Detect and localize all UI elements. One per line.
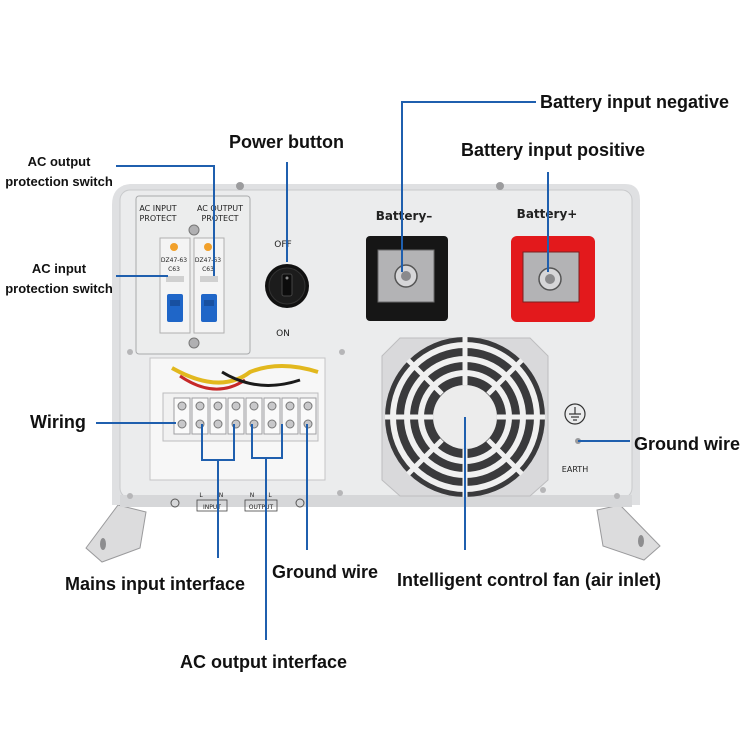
callout-ac-output-line1: AC output (27, 154, 91, 169)
power-switch[interactable]: OFF ON (265, 240, 309, 339)
callout-ac-output-interface: AC output interface (180, 652, 348, 672)
battery-positive-terminal[interactable]: Battery+ (511, 207, 595, 322)
callout-line-mains-input (201, 424, 219, 558)
callout-mains-input-interface: Mains input interface (65, 574, 246, 594)
output-l-tag: L (268, 492, 272, 499)
breaker-output-label-line2: PROTECT (201, 214, 238, 223)
input-n-tag: N (219, 492, 224, 499)
ac-output-breaker[interactable]: DZ47-63 C63 (193, 237, 225, 334)
callout-line-ac-output (251, 424, 267, 640)
callout-battery-input-negative: Battery input negative (540, 92, 730, 112)
callout-ground-wire-bottom: Ground wire (272, 562, 379, 582)
switch-off-label: OFF (274, 240, 291, 250)
callout-battery-input-positive: Battery input positive (461, 140, 646, 160)
callout-intelligent-control-fan: Intelligent control fan (air inlet) (397, 570, 662, 590)
callout-wiring: Wiring (30, 412, 86, 432)
callout-ac-input-line1: AC input (31, 261, 87, 276)
callout-ac-input-protection-switch: AC input protection switch (4, 259, 114, 299)
callout-ac-output-line2: protection switch (5, 174, 113, 189)
earth-label: EARTH (562, 465, 588, 474)
switch-on-label: ON (276, 329, 290, 339)
mounting-foot-right (596, 504, 661, 561)
callout-line-mains-input-branch (218, 424, 235, 461)
breaker-rating-left: C63 (168, 266, 180, 273)
breaker-model-left: DZ47-63 (161, 257, 187, 264)
breaker-output-label-line1: AC OUTPUT (197, 204, 243, 213)
callout-ac-input-line2: protection switch (5, 281, 113, 296)
callout-line-ac-output-branch (266, 424, 283, 459)
input-tag: INPUT (203, 504, 221, 511)
breaker-input-label-line1: AC INPUT (139, 204, 176, 213)
input-l-tag: L (199, 492, 203, 499)
battery-negative-terminal[interactable]: Battery– (366, 209, 448, 321)
callout-line-battery-negative (401, 101, 536, 272)
callout-ac-output-protection-switch: AC output protection switch (4, 152, 114, 192)
callout-ground-wire-right: Ground wire (634, 434, 741, 454)
callout-power-button: Power button (229, 132, 344, 152)
ac-input-breaker[interactable]: DZ47-63 C63 (159, 237, 191, 334)
mounting-foot-left (85, 504, 147, 563)
output-tag: OUTPUT (249, 504, 274, 511)
breaker-input-label-line2: PROTECT (139, 214, 176, 223)
callout-lines (96, 101, 630, 640)
terminal-block (173, 397, 317, 435)
io-tags: L N INPUT N L OUTPUT (170, 492, 305, 512)
breaker-panel: AC INPUT PROTECT AC OUTPUT PROTECT DZ47-… (135, 195, 251, 355)
breaker-model-right: DZ47-63 (195, 257, 221, 264)
output-n-tag: N (250, 492, 255, 499)
breaker-rating-right: C63 (202, 266, 214, 273)
callout-line-ac-output-switch (116, 165, 215, 276)
battery-negative-label: Battery– (376, 209, 433, 223)
